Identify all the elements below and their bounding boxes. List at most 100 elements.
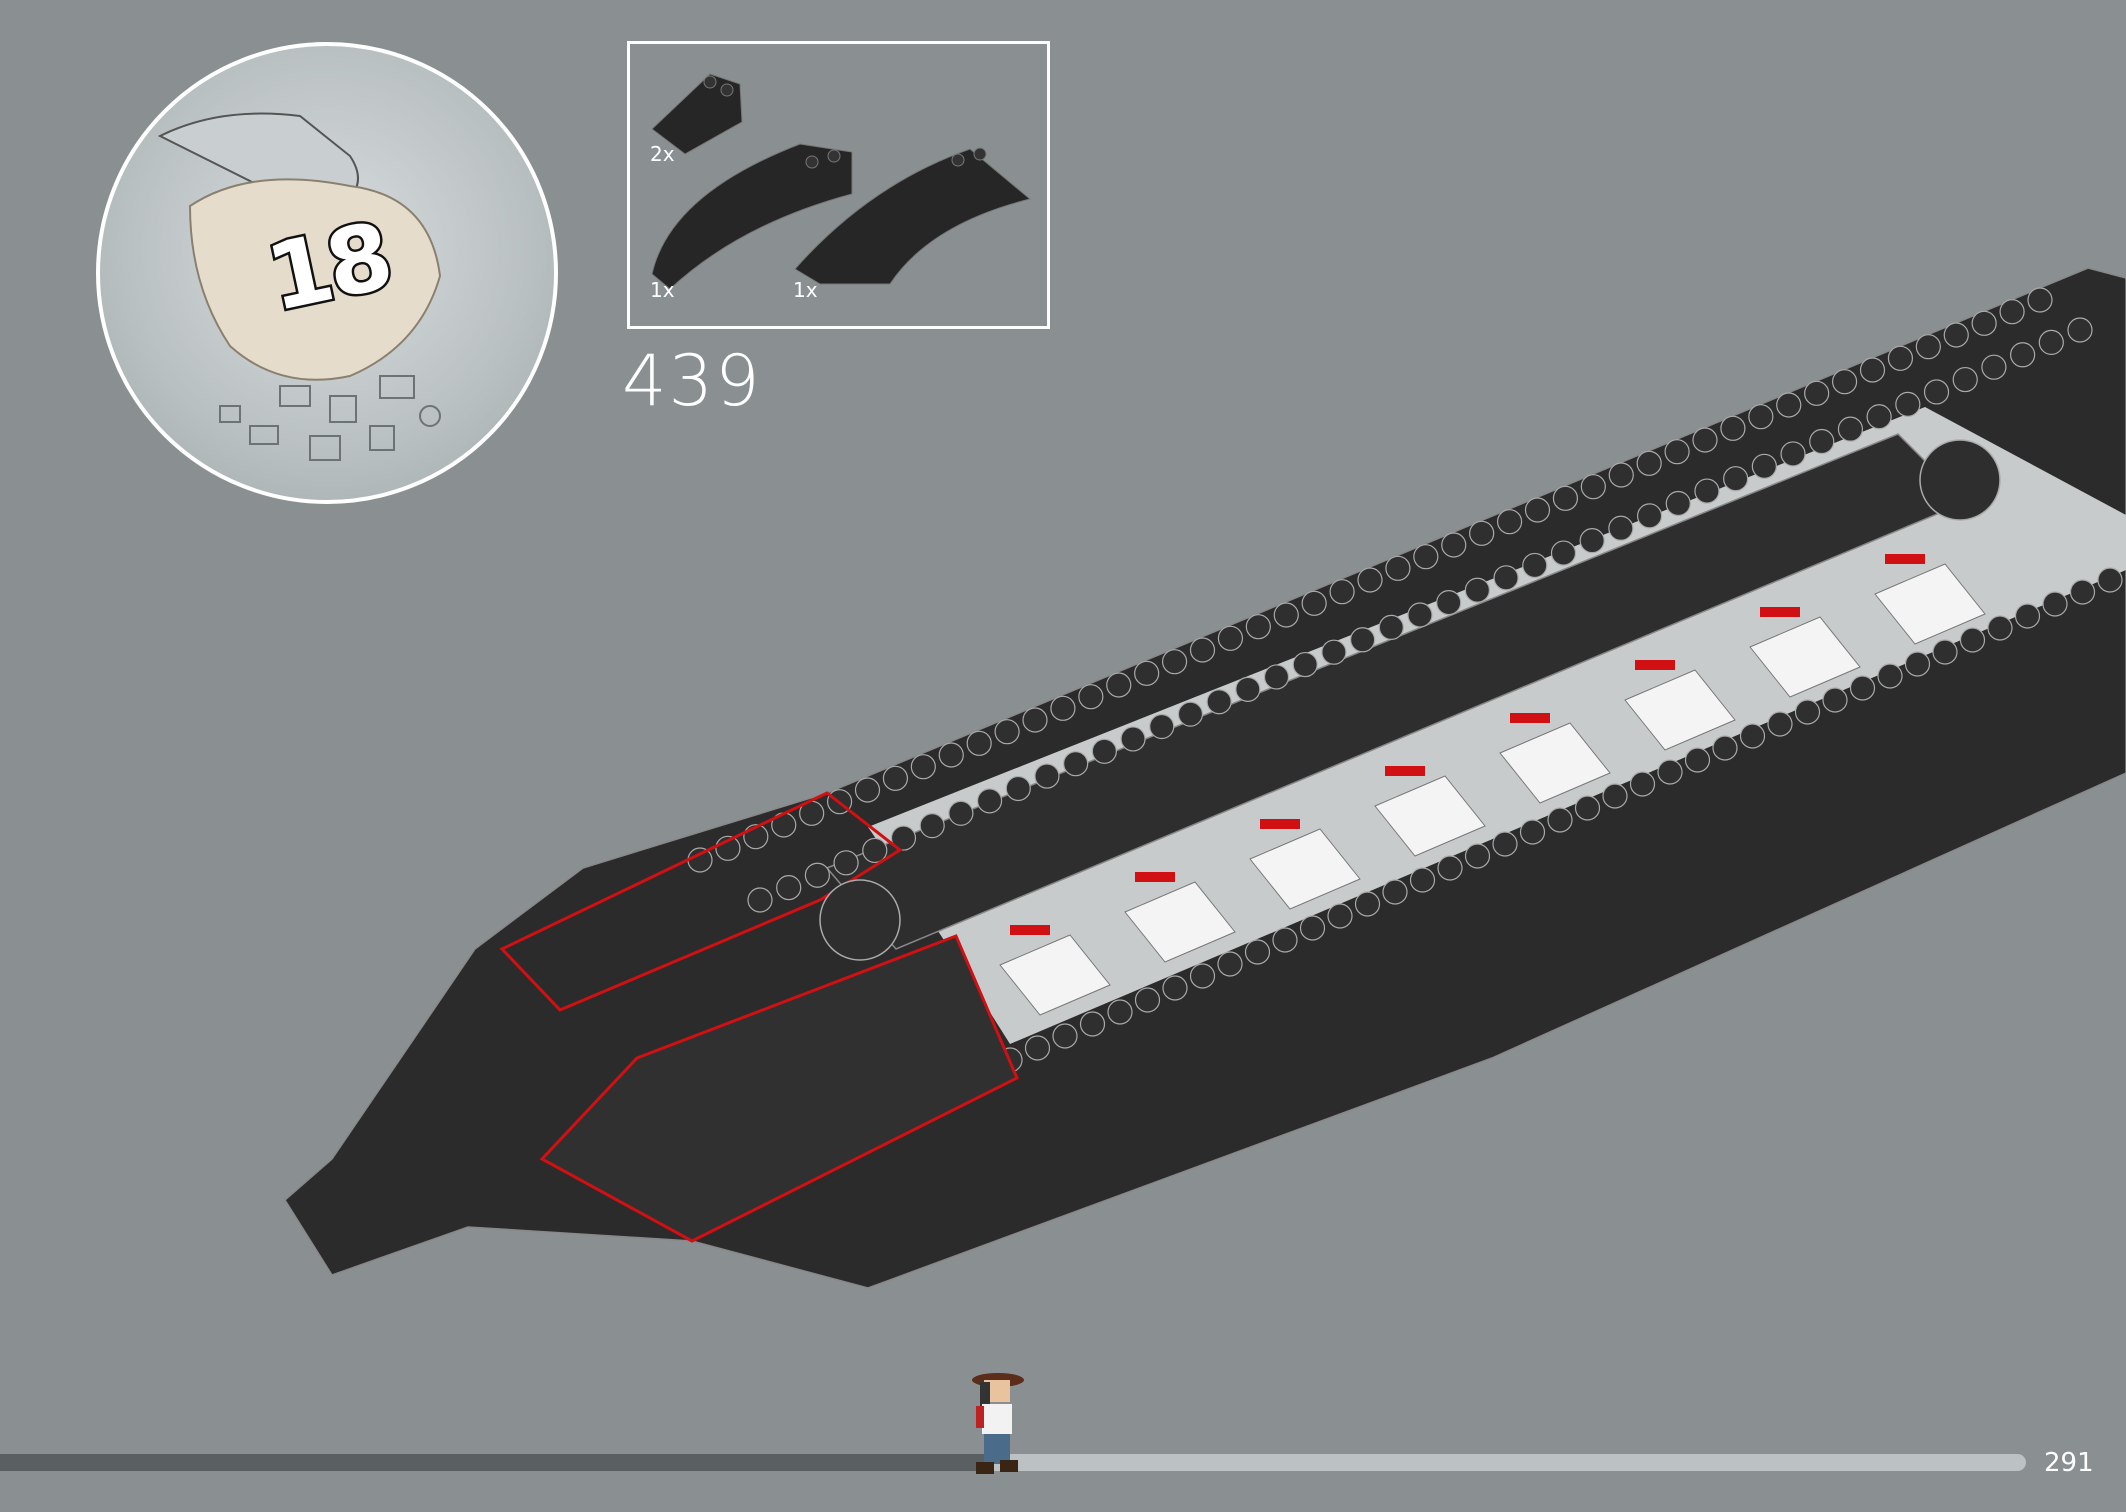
stud — [854, 777, 881, 803]
stud — [1034, 763, 1060, 789]
stud — [1024, 1035, 1051, 1061]
stud — [1859, 357, 1886, 383]
stud — [1327, 903, 1353, 929]
stud — [1329, 579, 1355, 605]
stud — [1206, 689, 1232, 715]
stud — [1409, 867, 1436, 893]
stud — [1712, 735, 1738, 761]
stud — [2042, 591, 2068, 617]
stud — [1694, 478, 1720, 504]
stud — [890, 825, 917, 851]
stud — [1149, 713, 1175, 740]
stud — [1436, 590, 1462, 616]
red-brick — [1635, 660, 1675, 670]
stud — [1464, 843, 1491, 869]
stud — [1580, 474, 1606, 500]
stud — [1547, 807, 1573, 833]
stud — [1849, 675, 1876, 701]
white-brick — [1249, 828, 1361, 910]
stud — [1134, 660, 1160, 686]
part-qty: 1x — [650, 278, 675, 302]
stud — [1354, 891, 1381, 917]
curved-slope-icon — [651, 143, 853, 290]
stud — [1052, 1023, 1078, 1049]
stud — [1189, 637, 1216, 663]
stud — [1385, 555, 1411, 581]
stud — [1022, 707, 1048, 733]
new-part-highlight — [499, 791, 903, 1012]
white-brick — [1624, 669, 1736, 751]
part-qty: 2x — [650, 142, 675, 166]
stud — [1999, 299, 2025, 325]
stud — [833, 850, 859, 876]
stud — [1866, 404, 1892, 430]
parts-list: 2x 1x 1x — [627, 41, 1050, 329]
stud — [1469, 520, 1495, 546]
stud — [1579, 528, 1605, 554]
new-part-highlight — [539, 934, 1019, 1243]
stud — [1493, 565, 1519, 591]
progress-fill — [0, 1454, 993, 1471]
stud — [687, 847, 713, 873]
stud — [1273, 602, 1299, 628]
parts-illustration — [651, 73, 1032, 290]
stud — [1751, 453, 1777, 479]
stud — [1943, 322, 1969, 348]
stud — [1321, 639, 1347, 665]
stud — [1684, 747, 1711, 773]
stud — [1550, 540, 1577, 566]
stud — [1217, 625, 1244, 651]
stud — [966, 730, 992, 756]
red-brick — [1510, 713, 1550, 723]
stud — [1134, 987, 1161, 1013]
step-number: 439 — [622, 340, 762, 422]
minifig-progress-marker-icon — [972, 1373, 1024, 1474]
stud — [1107, 999, 1133, 1025]
stud — [1120, 726, 1146, 752]
stud — [1063, 751, 1089, 777]
stud — [1552, 485, 1579, 511]
stud — [862, 837, 888, 864]
stud — [1350, 627, 1376, 653]
stud — [1657, 759, 1683, 785]
stud — [1904, 651, 1931, 677]
stud — [1162, 975, 1188, 1001]
stud — [1078, 684, 1104, 710]
stud — [976, 788, 1003, 814]
turntable-icon — [1919, 439, 2001, 521]
stud — [1923, 379, 1950, 405]
red-brick — [1885, 554, 1925, 564]
stud — [1664, 439, 1690, 465]
stud — [776, 875, 802, 901]
bag-icon — [188, 178, 442, 381]
stud — [1301, 590, 1327, 616]
slope-brick-icon — [651, 73, 743, 155]
stud — [1636, 450, 1662, 476]
red-brick — [1010, 925, 1050, 935]
stud — [1723, 466, 1749, 492]
red-brick — [1385, 766, 1425, 776]
stud — [1629, 771, 1656, 797]
stud — [1574, 795, 1601, 821]
stud — [1524, 497, 1551, 523]
white-brick — [1124, 881, 1236, 963]
stud — [1189, 963, 1216, 989]
stud — [2069, 579, 2096, 605]
white-bricks — [999, 554, 1986, 1016]
stud — [1692, 427, 1718, 453]
stud — [1106, 672, 1132, 698]
stud — [1292, 651, 1318, 678]
white-brick — [1374, 775, 1486, 857]
stud — [1895, 391, 1921, 417]
stud — [1492, 831, 1518, 857]
stud — [1971, 310, 1997, 336]
stud — [1050, 695, 1076, 721]
stud — [1748, 404, 1774, 430]
stud — [1767, 711, 1793, 737]
stud — [2067, 317, 2093, 343]
stud — [919, 813, 945, 839]
stud — [1987, 615, 2013, 641]
stud — [1522, 552, 1548, 579]
red-brick — [1135, 872, 1175, 882]
stud — [1161, 649, 1188, 675]
